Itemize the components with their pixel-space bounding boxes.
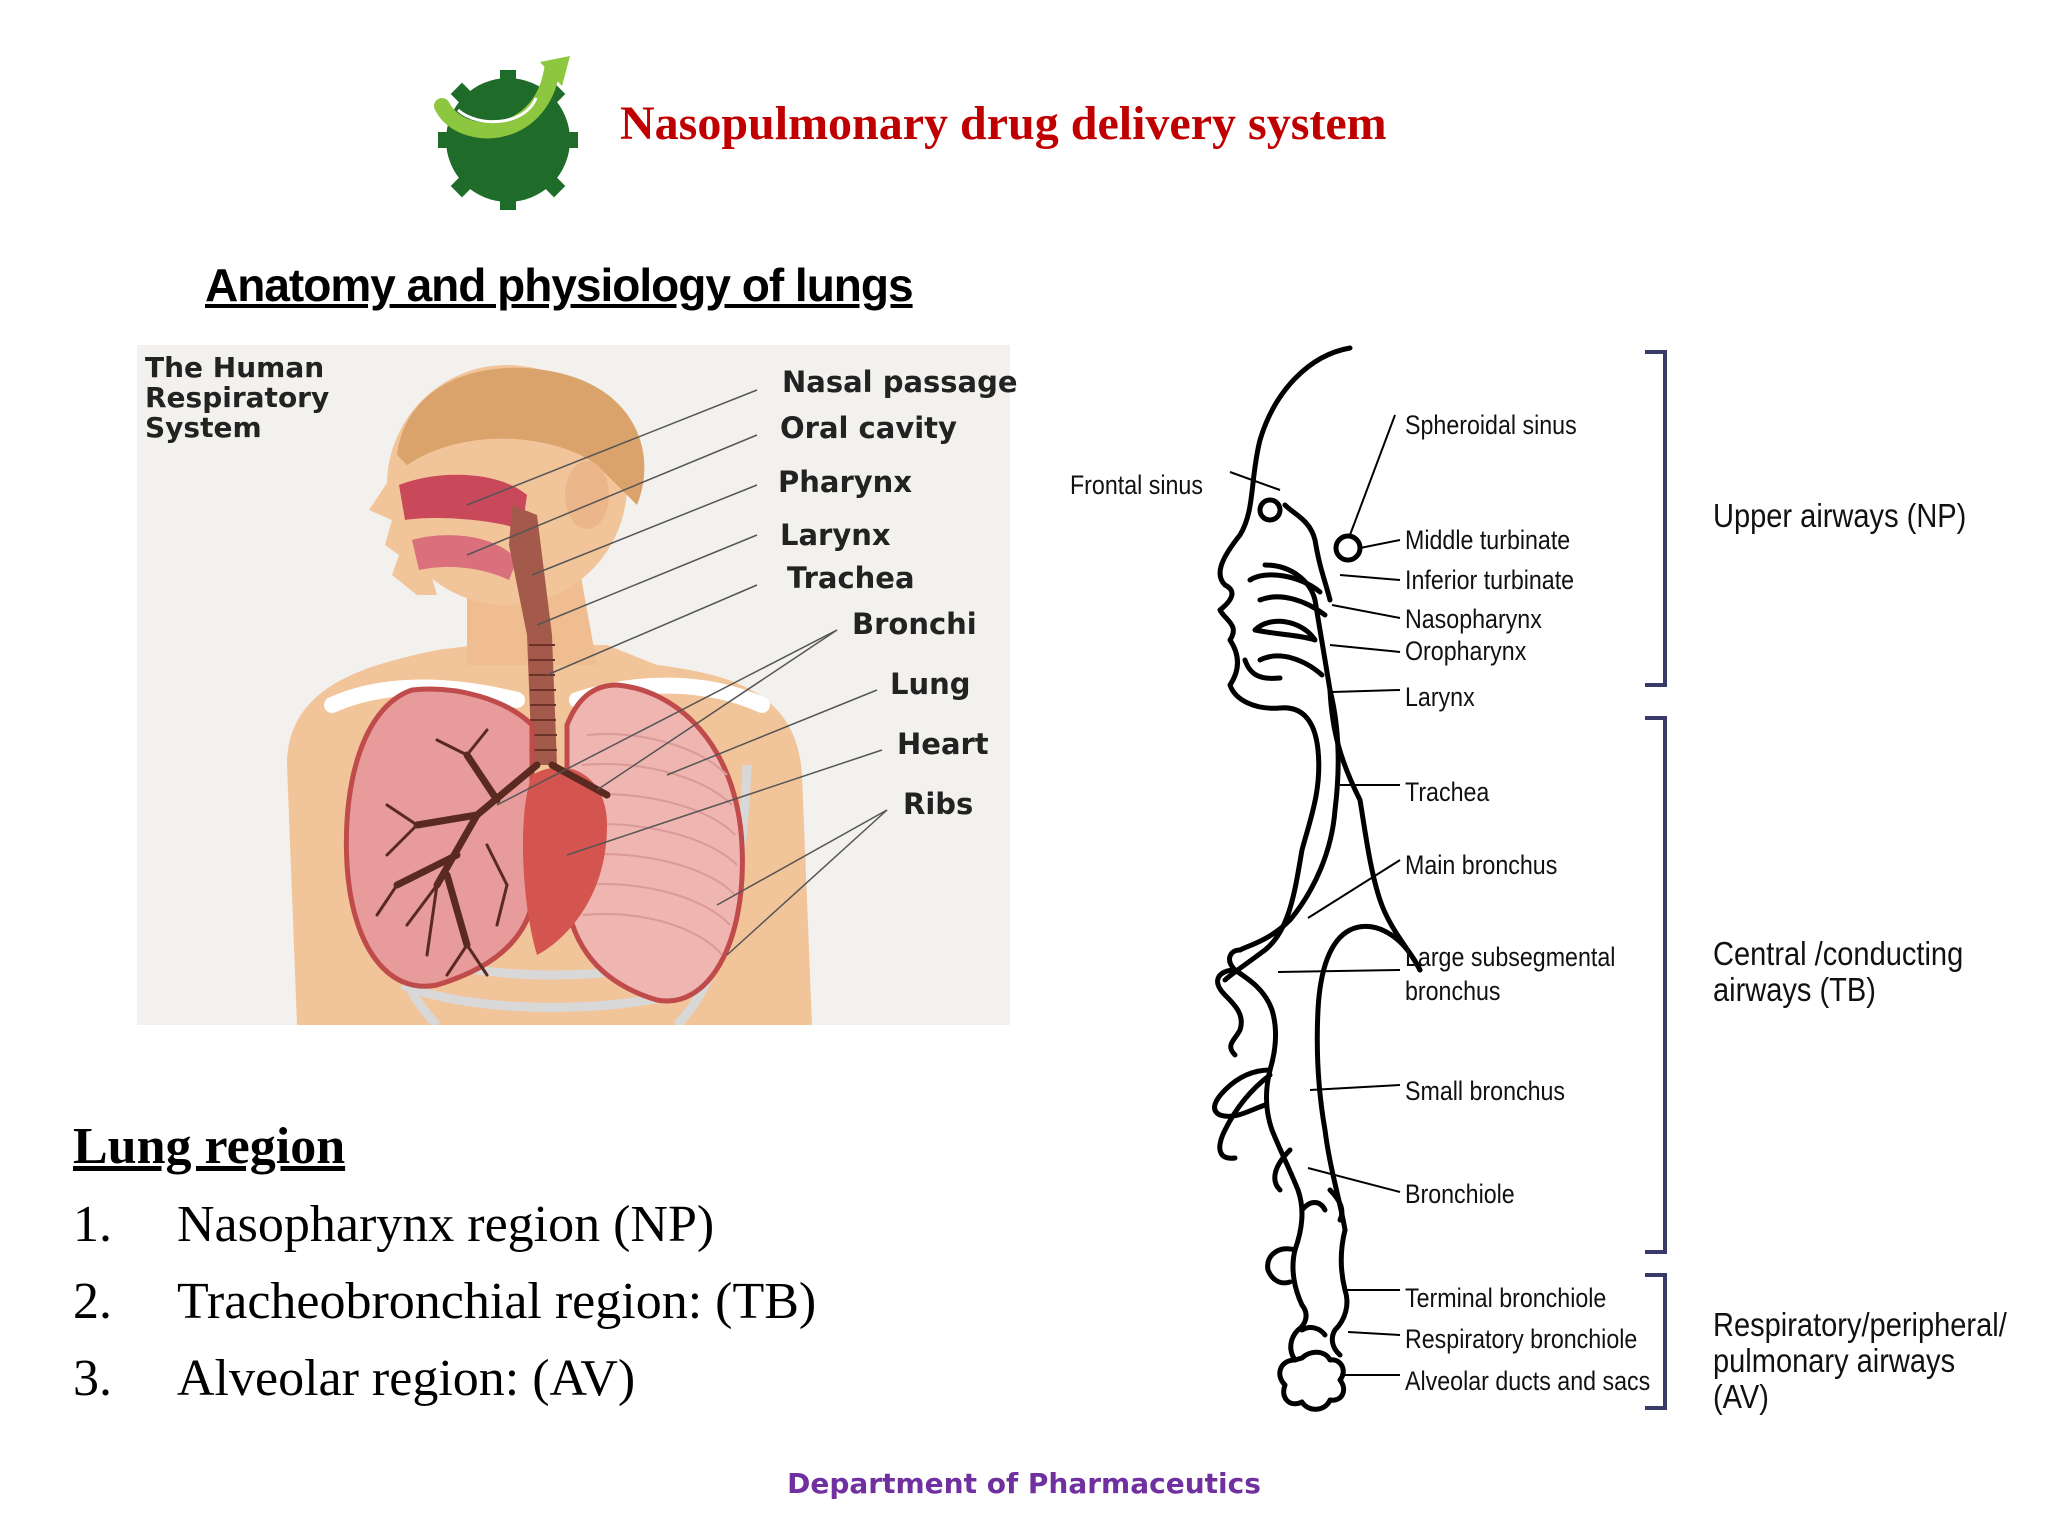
list-number: 2. xyxy=(73,1273,112,1330)
list-item: 3. Alveolar region: (AV) xyxy=(73,1349,635,1408)
arrow-icon xyxy=(434,56,570,139)
label-oropharynx: Oropharynx xyxy=(1405,636,1527,666)
label-trachea: Trachea xyxy=(1405,777,1490,807)
bracket-respiratory xyxy=(1645,1273,1667,1410)
caption-line: Respiratory xyxy=(145,381,330,414)
label-main-bronchus: Main bronchus xyxy=(1405,850,1558,880)
zone-line: Central /conducting xyxy=(1713,935,1964,972)
label-bronchi: Bronchi xyxy=(852,607,977,641)
airway-schematic: Frontal sinus Spheroidal sinus Middle tu… xyxy=(1040,330,2040,1430)
zone-line: Respiratory/peripheral/ xyxy=(1713,1306,2007,1343)
label-alveolar-ducts-and-sacs: Alveolar ducts and sacs xyxy=(1405,1366,1651,1396)
label-bronchiole: Bronchiole xyxy=(1405,1179,1515,1209)
list-number: 1. xyxy=(73,1196,112,1253)
bracket-upper xyxy=(1645,350,1667,687)
zone-line: airways (TB) xyxy=(1713,971,1876,1008)
label-large-subsegmental-bronchus-line2: bronchus xyxy=(1405,976,1501,1006)
zone-upper-airways: Upper airways (NP) xyxy=(1713,497,1967,534)
label-trachea: Trachea xyxy=(787,561,915,595)
page-title: Nasopulmonary drug delivery system xyxy=(620,97,1387,150)
label-heart: Heart xyxy=(897,727,989,761)
gear-icon xyxy=(438,70,578,210)
label-larynx: Larynx xyxy=(1405,682,1475,712)
zone-line: pulmonary airways (AV) xyxy=(1713,1342,1956,1415)
list-number: 3. xyxy=(73,1350,112,1407)
label-lung: Lung xyxy=(890,667,971,701)
caption-line: System xyxy=(145,411,262,444)
label-oral-cavity: Oral cavity xyxy=(780,411,957,445)
respiratory-illustration xyxy=(287,365,888,1025)
list-text: Tracheobronchial region: (TB) xyxy=(177,1273,817,1330)
section-title: Anatomy and physiology of lungs xyxy=(205,259,914,311)
list-item: 1. Nasopharynx region (NP) xyxy=(73,1195,714,1254)
footer-department: Department of Pharmaceutics xyxy=(787,1467,1261,1500)
label-respiratory-bronchiole: Respiratory bronchiole xyxy=(1405,1324,1638,1354)
airway-drawing xyxy=(1212,345,1667,1412)
lung-region-heading: Lung region xyxy=(73,1118,346,1175)
list-text: Nasopharynx region (NP) xyxy=(177,1196,715,1253)
label-nasal-passage: Nasal passage xyxy=(782,365,1018,399)
label-small-bronchus: Small bronchus xyxy=(1405,1076,1566,1106)
list-item: 2. Tracheobronchial region: (TB) xyxy=(73,1272,816,1331)
label-ribs: Ribs xyxy=(903,787,974,821)
caption-line: The Human xyxy=(145,351,325,384)
label-nasopharynx: Nasopharynx xyxy=(1405,604,1542,634)
label-pharynx: Pharynx xyxy=(778,465,913,499)
label-spheroidal-sinus: Spheroidal sinus xyxy=(1405,410,1577,440)
label-large-subsegmental-bronchus: Large subsegmental xyxy=(1405,942,1616,972)
label-terminal-bronchiole: Terminal bronchiole xyxy=(1405,1283,1607,1313)
respiratory-system-figure: The Human Respiratory System Nasal passa… xyxy=(137,345,1018,1025)
label-frontal-sinus: Frontal sinus xyxy=(1070,470,1203,500)
zone-respiratory-airways: Respiratory/peripheral/ pulmonary airway… xyxy=(1713,1307,2007,1415)
zone-central-airways: Central /conducting airways (TB) xyxy=(1713,936,1963,1008)
label-inferior-turbinate: Inferior turbinate xyxy=(1405,565,1575,595)
department-logo xyxy=(430,48,590,218)
list-text: Alveolar region: (AV) xyxy=(177,1350,636,1407)
bracket-central xyxy=(1645,716,1667,1254)
label-middle-turbinate: Middle turbinate xyxy=(1405,525,1571,555)
label-larynx: Larynx xyxy=(780,518,891,552)
figure-caption: The Human Respiratory System xyxy=(145,353,329,443)
